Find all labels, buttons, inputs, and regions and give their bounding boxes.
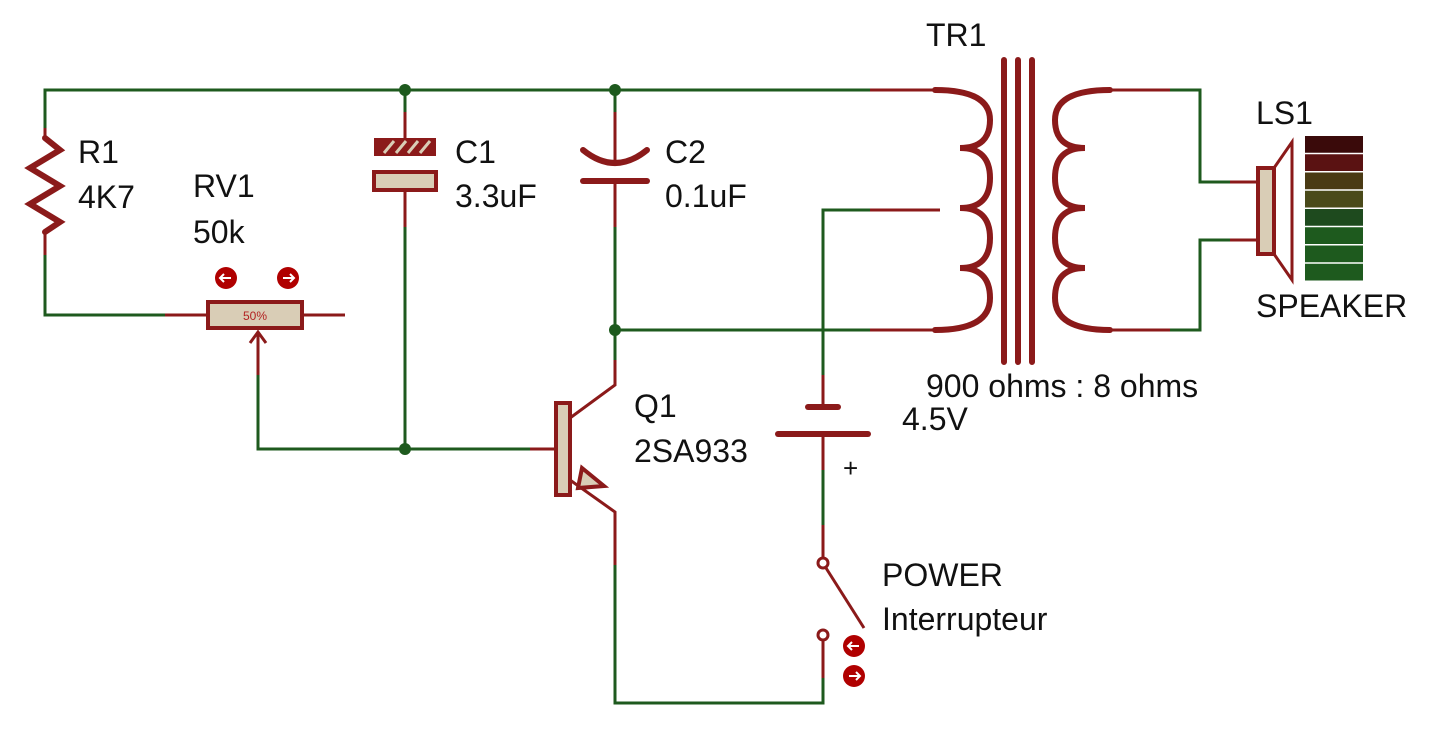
rv1-increment-button[interactable] [277,267,299,289]
rv1-ref: RV1 [193,168,255,204]
capacitor-c1[interactable]: C1 3.3uF [372,112,537,227]
c1-value: 3.3uF [455,178,537,214]
level-segment [1305,263,1363,281]
junctions [399,84,621,455]
tr1-secondary-coil [1051,87,1113,333]
wire-wiper-to-base [256,373,532,451]
c2-curved-plate [580,147,650,166]
c2-value: 0.1uF [665,178,747,214]
resistor-r1[interactable]: R1 4K7 [24,128,135,255]
switch-toggle-on-button[interactable] [843,635,865,657]
ls1-ref: LS1 [1256,95,1313,131]
speaker-ls1[interactable]: LS1 SPEAKER [1230,95,1407,324]
rv1-setting: 50% [243,309,267,323]
c1-plate-negative [372,170,438,192]
q1-emitter [569,478,617,565]
wires [43,88,1232,705]
level-segment [1305,227,1363,244]
rv1-decrement-button[interactable] [215,267,237,289]
r1-value: 4K7 [78,179,135,215]
switch-contact-top [816,556,830,570]
transformer-tr1[interactable]: TR1 900 ohms : 8 ohms [870,17,1198,404]
q1-ref: Q1 [634,388,677,424]
level-segment [1305,136,1363,153]
speaker-magnet [1256,166,1276,256]
junction-dot [609,84,621,96]
battery-value: 4.5V [902,401,968,437]
rv1-value: 50k [193,214,246,250]
tr1-ratio: 900 ohms : 8 ohms [926,368,1198,404]
power-switch[interactable]: POWER Interrupteur [816,525,1048,687]
q1-emitter-arrow [575,464,610,491]
q1-base-bar [554,401,572,497]
speaker-level-bar [1305,136,1363,281]
level-segment [1305,154,1363,171]
battery-polarity: + [843,453,858,483]
switch-contact-bottom [816,628,830,642]
switch-lever [824,567,866,629]
junction-dot [399,443,411,455]
switch-toggle-off-button[interactable] [843,665,865,687]
switch-value: Interrupteur [882,601,1048,637]
switch-name: POWER [882,557,1003,593]
tr1-primary-coil [932,87,994,333]
level-segment [1305,245,1363,263]
ls1-value: SPEAKER [1256,288,1407,324]
wire-r1-bottom [43,253,167,317]
capacitor-c2[interactable]: C2 0.1uF [580,112,747,227]
q1-collector [569,360,617,420]
battery-4v5[interactable]: 4.5V + [775,375,968,483]
resistor-zigzag [24,135,66,235]
level-segment [1305,190,1363,208]
speaker-cone [1272,137,1294,285]
r1-ref: R1 [78,134,119,170]
junction-dot [399,84,411,96]
c1-ref: C1 [455,134,496,170]
level-segment [1305,172,1363,190]
junction-dot [609,324,621,336]
level-segment [1305,209,1363,226]
wire-secondary-top [1168,88,1232,184]
q1-value: 2SA933 [634,433,748,469]
wire-centertap [821,208,872,377]
wire-switch-emitter [613,563,825,705]
potentiometer-rv1[interactable]: 50% RV1 50k [165,168,345,375]
c2-ref: C2 [665,134,706,170]
transistor-q1[interactable]: Q1 2SA933 [530,360,748,565]
tr1-core [1001,57,1035,365]
wire-secondary-bottom [1168,238,1232,332]
tr1-ref: TR1 [926,17,986,53]
